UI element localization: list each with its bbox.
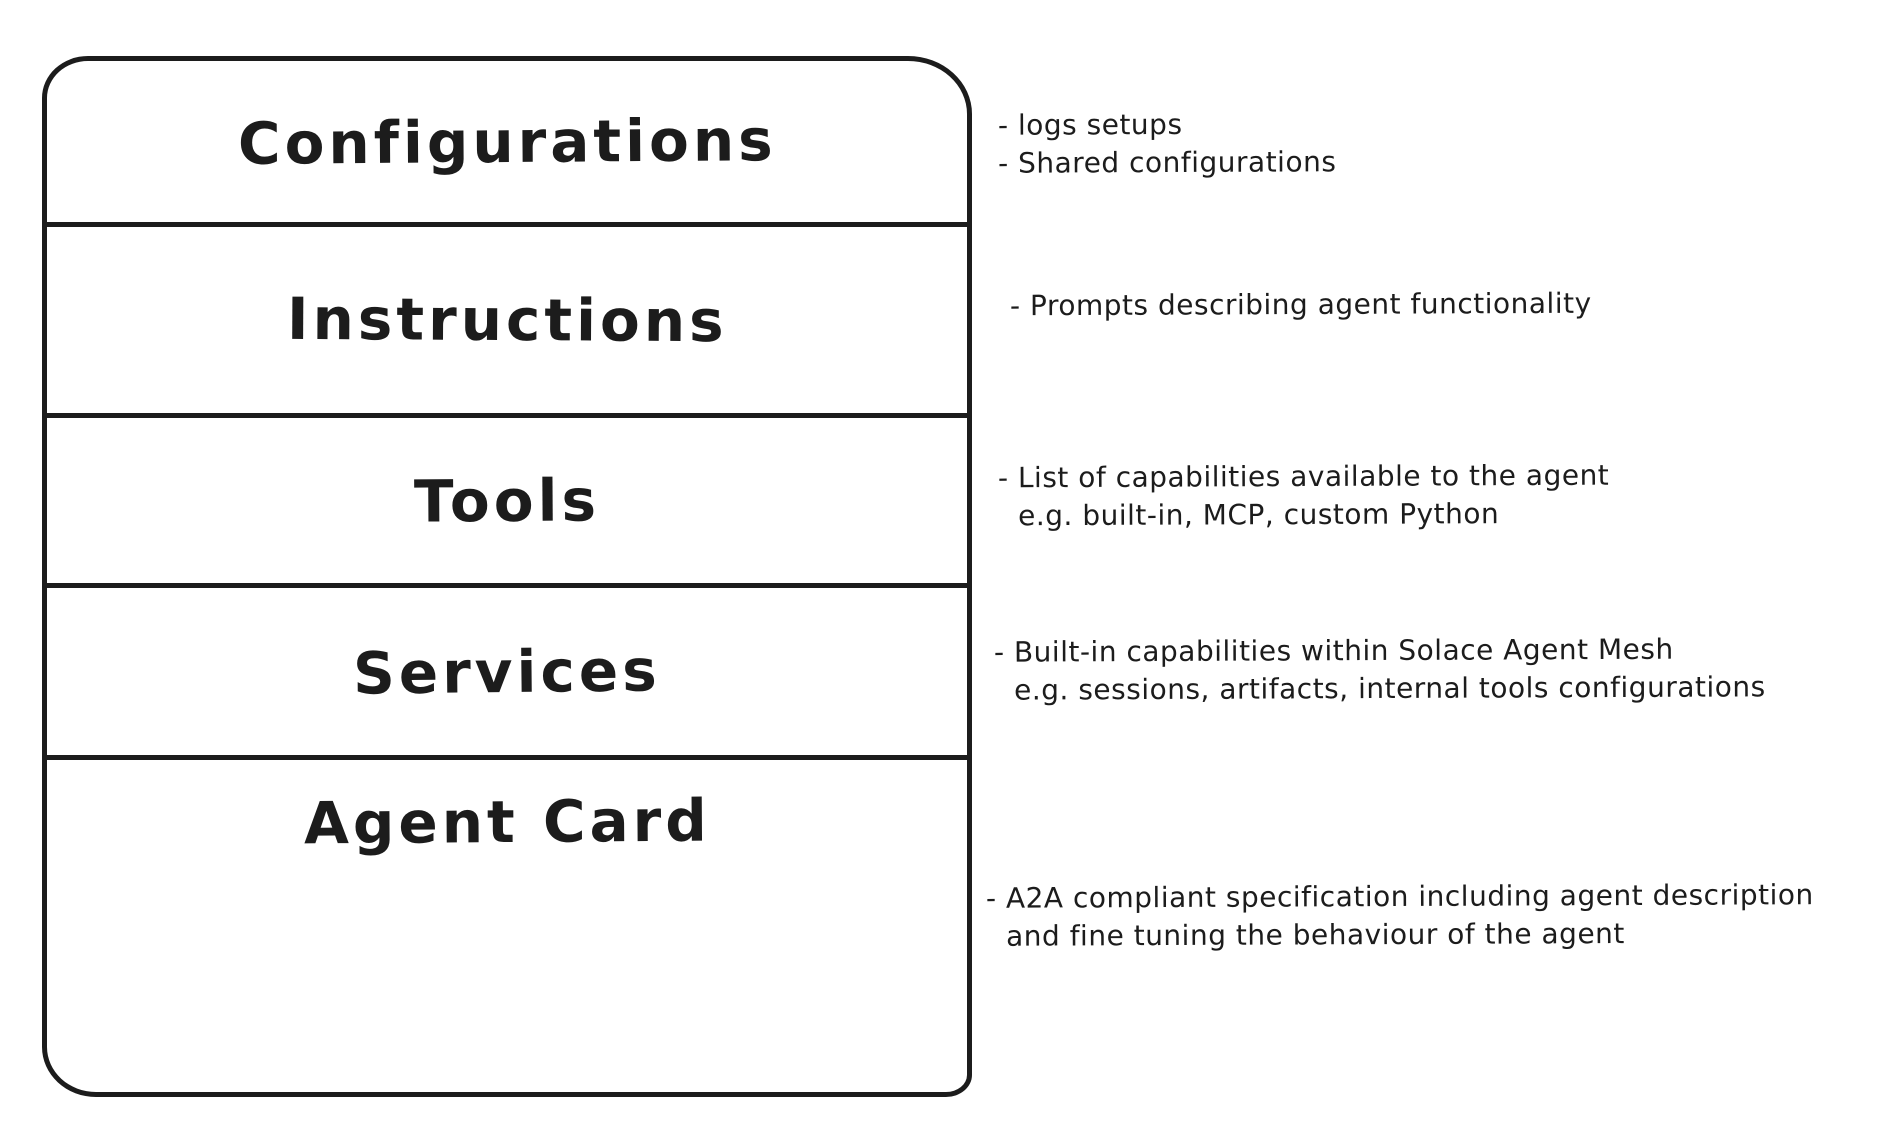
annotation-line: - logs setups: [997, 107, 1183, 142]
annotation-line: e.g. built-in, MCP, custom Python: [1018, 497, 1500, 533]
section-services-label: Services: [352, 635, 662, 708]
annotation-line: e.g. sessions, artifacts, internal tools…: [1014, 670, 1766, 707]
section-tools-label: Tools: [413, 465, 601, 536]
agent-config-stack: Configurations Instructions Tools Servic…: [42, 56, 972, 1097]
section-agent-card: Agent Card: [47, 760, 967, 1092]
section-configurations-label: Configurations: [237, 105, 777, 178]
section-configurations: Configurations: [47, 61, 967, 227]
annotation-line: - A2A compliant specification including …: [985, 878, 1814, 915]
section-agent-card-label: Agent Card: [303, 786, 711, 858]
annotation-line: - Built-in capabilities within Solace Ag…: [993, 632, 1674, 669]
annotation-line: - List of capabilities available to the …: [997, 458, 1610, 495]
annotation-instructions: - Prompts describing agent functionality: [1010, 285, 1592, 326]
section-services: Services: [47, 588, 967, 760]
section-instructions: Instructions: [47, 227, 967, 418]
section-instructions-label: Instructions: [286, 284, 728, 356]
annotation-line: and fine tuning the behaviour of the age…: [1006, 917, 1625, 953]
annotation-configurations: - logs setups - Shared configurations: [998, 105, 1337, 182]
annotation-line: - Shared configurations: [998, 145, 1337, 180]
annotation-tools: - List of capabilities available to the …: [998, 457, 1610, 536]
section-tools: Tools: [47, 418, 967, 588]
annotation-line: - Prompts describing agent functionality: [1009, 286, 1592, 323]
annotation-agent-card: - A2A compliant specification including …: [986, 876, 1814, 956]
annotation-services: - Built-in capabilities within Solace Ag…: [994, 630, 1766, 709]
